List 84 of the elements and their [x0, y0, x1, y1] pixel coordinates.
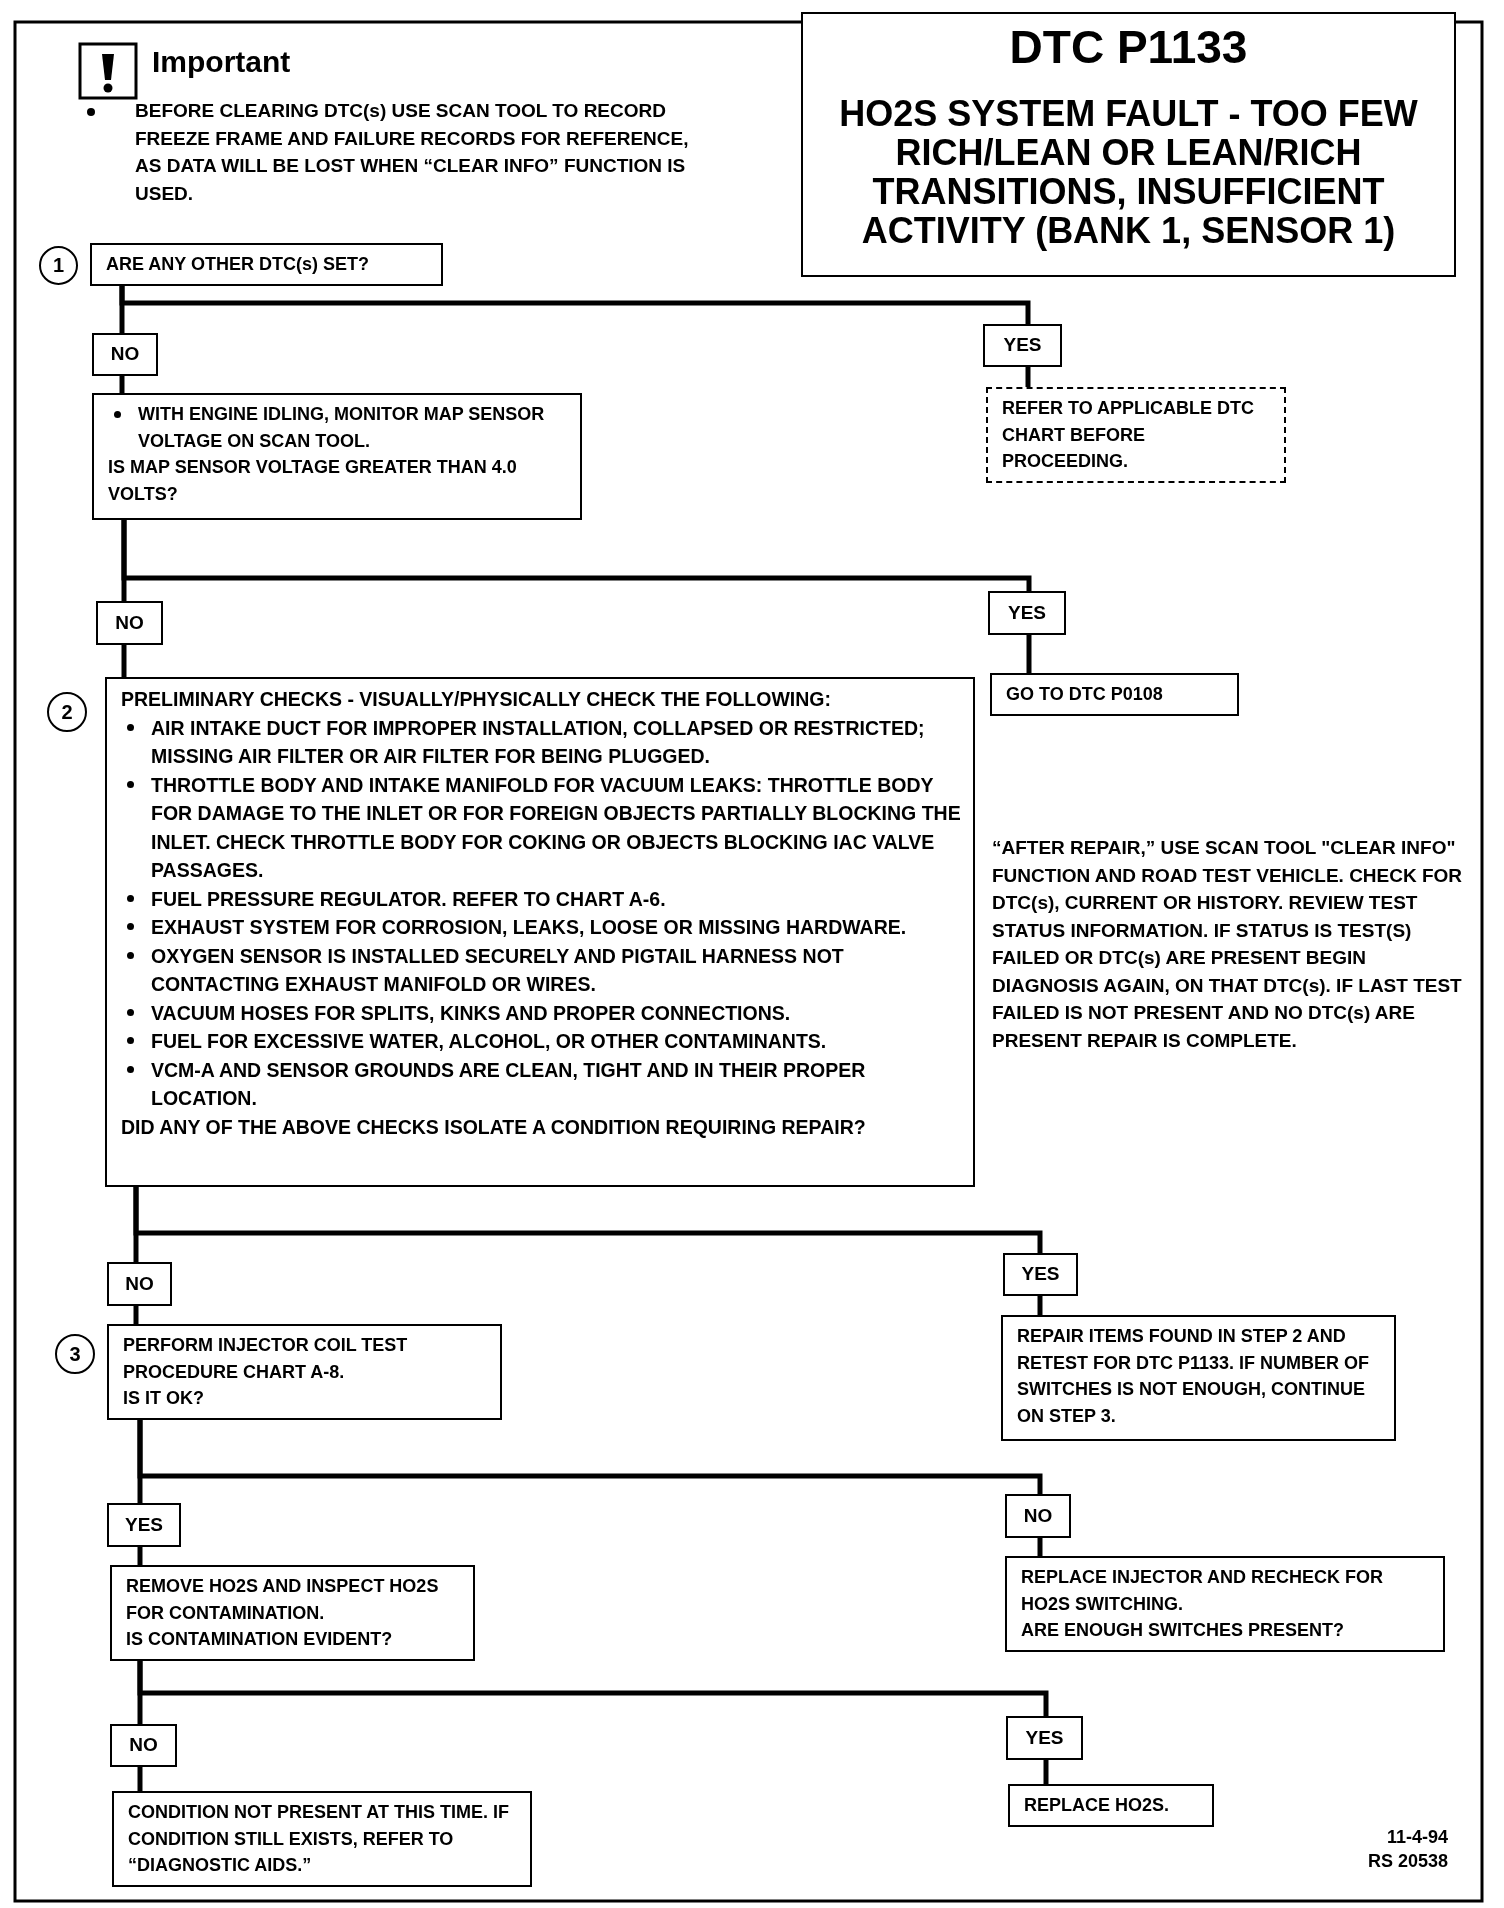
connector-line	[137, 1767, 143, 1791]
note-box	[986, 387, 1286, 483]
step-text: REPLACE HO2S.	[1024, 1794, 1171, 1817]
note-text: BEFORE CLEARING DTC(s) USE SCAN TOOL TO RECORD FREEZE FRAME AND FAILURE RECORDS FOR REFERENCE, AS DATA WILL BE LOST WHEN “CLEAR INFO” FUNCTION IS USED.	[135, 99, 690, 206]
action-box	[1008, 1784, 1214, 1827]
step-text: CONDITION NOT PRESENT AT THIS TIME. IF CONDITION STILL EXISTS, REFER TO “DIAGNOSTIC AIDS.”	[128, 1801, 510, 1877]
checklist-box	[105, 677, 975, 1187]
step-text: EXHAUST SYSTEM FOR CORROSION, LEAKS, LOOSE OR MISSING HARDWARE.	[151, 915, 908, 940]
answer-tag	[92, 333, 158, 376]
step-text: PERFORM INJECTOR COIL TEST PROCEDURE CHART A-8.	[123, 1334, 409, 1384]
question-box	[90, 243, 443, 286]
step-text: OXYGEN SENSOR IS INSTALLED SECURELY AND PIGTAIL HARNESS NOT CONTACTING EXHAUST MANIFOLD OR WIRES.	[151, 943, 845, 997]
step-number-circle	[39, 246, 78, 285]
step-text: IS CONTAMINATION EVIDENT?	[126, 1628, 394, 1651]
answer-text: NO	[115, 610, 144, 635]
question-box	[107, 1324, 502, 1420]
step-text: AIR INTAKE DUCT FOR IMPROPER INSTALLATION, COLLAPSED OR RESTRICTED; MISSING AIR FILTER OR AIR FILTER FOR BEING PLUGGED.	[151, 715, 926, 769]
step-text: REFER TO APPLICABLE DTC CHART BEFORE PROCEEDING.	[1002, 397, 1255, 473]
title-box	[801, 12, 1456, 277]
answer-text: NO	[110, 342, 140, 367]
question-box	[1005, 1556, 1445, 1652]
connector-line	[1026, 635, 1032, 673]
connector-line	[137, 1419, 1043, 1494]
answer-text: NO	[125, 1271, 154, 1296]
answer-text: NO	[129, 1733, 158, 1758]
connector-line	[133, 1187, 1043, 1253]
connector-line	[133, 1306, 139, 1324]
step-number: 2	[61, 699, 73, 725]
answer-tag	[1003, 1253, 1078, 1296]
step-text: ARE ENOUGH SWITCHES PRESENT?	[1021, 1619, 1346, 1642]
step-text: REMOVE HO2S AND INSPECT HO2S FOR CONTAMINATION.	[126, 1575, 440, 1625]
answer-text: YES	[125, 1512, 163, 1537]
answer-tag	[988, 591, 1066, 635]
question-box	[110, 1565, 475, 1661]
answer-text: NO	[1023, 1503, 1053, 1528]
step-text: REPAIR ITEMS FOUND IN STEP 2 AND RETEST FOR DTC P1133. IF NUMBER OF SWITCHES IS NOT ENOUGH, CONTINUE ON STEP 3.	[1017, 1325, 1371, 1428]
answer-text: YES	[1003, 333, 1042, 358]
connector-line	[137, 1660, 1049, 1716]
code-text: 11-4-94	[1385, 1826, 1448, 1849]
step-text: FUEL FOR EXCESSIVE WATER, ALCOHOL, OR OTHER CONTAMINANTS.	[151, 1029, 828, 1054]
step-text: WITH ENGINE IDLING, MONITOR MAP SENSOR VOLTAGE ON SCAN TOOL.	[138, 403, 546, 453]
step-text: VACUUM HOSES FOR SPLITS, KINKS AND PROPER CONNECTIONS.	[151, 1000, 792, 1026]
code-text: RS 20538	[1366, 1850, 1448, 1873]
answer-tag	[1005, 1494, 1071, 1538]
connector-line	[121, 520, 1032, 591]
heading: Important	[152, 44, 292, 80]
step-text: THROTTLE BODY AND INTAKE MANIFOLD FOR VACUUM LEAKS: THROTTLE BODY FOR DAMAGE TO THE INLET OR FOR FOREIGN OBJECTS PARTIALLY BLOCKING THE INLET. CHECK THROTTLE BODY FOR COKING OR OBJECTS BLOCKING IAC VALVE PASSAGES.	[151, 772, 962, 883]
step-text: FUEL PRESSURE REGULATOR. REFER TO CHART A-6.	[151, 886, 667, 912]
answer-text: YES	[1021, 1262, 1060, 1287]
step-text: ARE ANY OTHER DTC(s) SET?	[106, 253, 370, 276]
step-text: VCM-A AND SENSOR GROUNDS ARE CLEAN, TIGHT AND IN THEIR PROPER LOCATION.	[151, 1057, 867, 1111]
action-box	[990, 673, 1239, 716]
step-text: REPLACE INJECTOR AND RECHECK FOR HO2S SWITCHING.	[1021, 1566, 1385, 1616]
question-box	[92, 393, 582, 520]
connector-line	[119, 285, 1031, 324]
step-number: 3	[69, 1341, 81, 1367]
step-text: DID ANY OF THE ABOVE CHECKS ISOLATE A CONDITION REQUIRING REPAIR?	[121, 1114, 867, 1140]
step-text: GO TO DTC P0108	[1006, 683, 1164, 706]
answer-tag	[1006, 1716, 1083, 1760]
fault-description: HO2S SYSTEM FAULT - TOO FEW RICH/LEAN OR LEAN/RICH TRANSITIONS, INSUFFICIENT ACTIVITY (BANK 1, SENSOR 1)	[838, 94, 1419, 250]
connector-line	[1037, 1538, 1043, 1556]
note-text: “AFTER REPAIR,” USE SCAN TOOL "CLEAR INFO" FUNCTION AND ROAD TEST VEHICLE. CHECK FOR DTC(s), CURRENT OR HISTORY. REVIEW TEST STATUS INFORMATION. IF STATUS IS TEST(S) FAILED OR DTC(s) ARE PRESENT BEGIN DIAGNOSIS AGAIN, ON THAT DTC(s). IF LAST TEST FAILED IS NOT PRESENT AND NO DTC(s) ARE PRESENT REPAIR IS COMPLETE.	[992, 836, 1464, 1053]
connector-line	[137, 1547, 143, 1565]
action-box	[1001, 1315, 1396, 1441]
step-text: IS IT OK?	[123, 1387, 205, 1410]
answer-tag	[107, 1503, 181, 1547]
step-number-circle	[47, 692, 87, 732]
connector-line	[1043, 1760, 1049, 1784]
step-number: 1	[52, 253, 65, 279]
step-text: PRELIMINARY CHECKS - VISUALLY/PHYSICALLY CHECK THE FOLLOWING:	[121, 687, 832, 712]
code-heading: DTC P1133	[1008, 20, 1249, 74]
answer-tag	[110, 1724, 177, 1767]
answer-tag	[96, 601, 163, 645]
answer-text: YES	[1025, 1725, 1064, 1750]
action-box	[112, 1791, 532, 1887]
connector-line	[1025, 367, 1031, 387]
connector-line	[121, 645, 127, 677]
step-text: IS MAP SENSOR VOLTAGE GREATER THAN 4.0 VOLTS?	[108, 456, 518, 506]
answer-tag	[107, 1262, 172, 1306]
connector-line	[119, 376, 125, 393]
connector-line	[1037, 1296, 1043, 1315]
answer-tag	[983, 324, 1062, 367]
step-number-circle	[55, 1334, 95, 1374]
answer-text: YES	[1008, 600, 1046, 625]
